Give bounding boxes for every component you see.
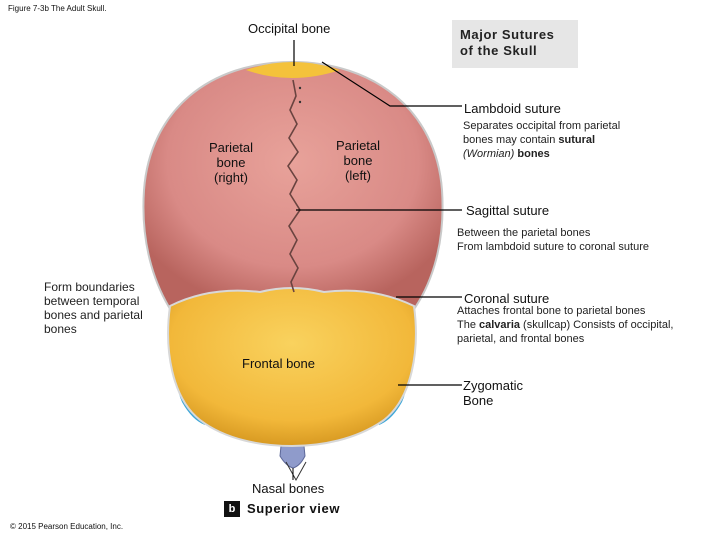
- lambdoid-suture-title: Lambdoid suture: [464, 101, 561, 116]
- sagittal-suture-title: Sagittal suture: [466, 203, 550, 218]
- nasal-bones-label: Nasal bones: [252, 481, 325, 496]
- title-line-2: of the Skull: [460, 43, 538, 58]
- occipital-bone-label: Occipital bone: [248, 21, 331, 36]
- figure-caption: Figure 7-3b The Adult Skull.: [8, 4, 107, 13]
- sagittal-suture-line: [287, 79, 301, 293]
- lambdoid-suture-description: Separates occipital from parietal bones …: [463, 120, 621, 160]
- frontal-bone-label: Frontal bone: [242, 356, 315, 371]
- parietal-left-label: Parietal bone (left): [335, 138, 381, 183]
- temporal-boundary-note: Form boundaries between temporal bones a…: [44, 280, 143, 336]
- copyright-notice: © 2015 Pearson Education, Inc.: [10, 522, 124, 531]
- title-line-1: Major Sutures: [460, 27, 555, 42]
- frontal-bone-shape: [167, 287, 417, 448]
- coronal-suture-description: Attaches frontal bone to parietal bones …: [457, 305, 674, 345]
- title-box-text: Major Sutures of the Skull: [460, 27, 554, 59]
- coronal-suture-title: Coronal suture: [464, 291, 550, 306]
- zygomatic-bone-label: Zygomatic Bone: [463, 378, 523, 408]
- panel-badge: b: [224, 501, 240, 517]
- occipital-bone-shape: [246, 62, 340, 78]
- sagittal-suture-description: Between the parietal bones From lambdoid…: [457, 227, 649, 253]
- title-box: [452, 20, 578, 68]
- parietal-right-label: Parietal bone (right): [208, 140, 254, 185]
- view-label: Superior view: [247, 501, 341, 516]
